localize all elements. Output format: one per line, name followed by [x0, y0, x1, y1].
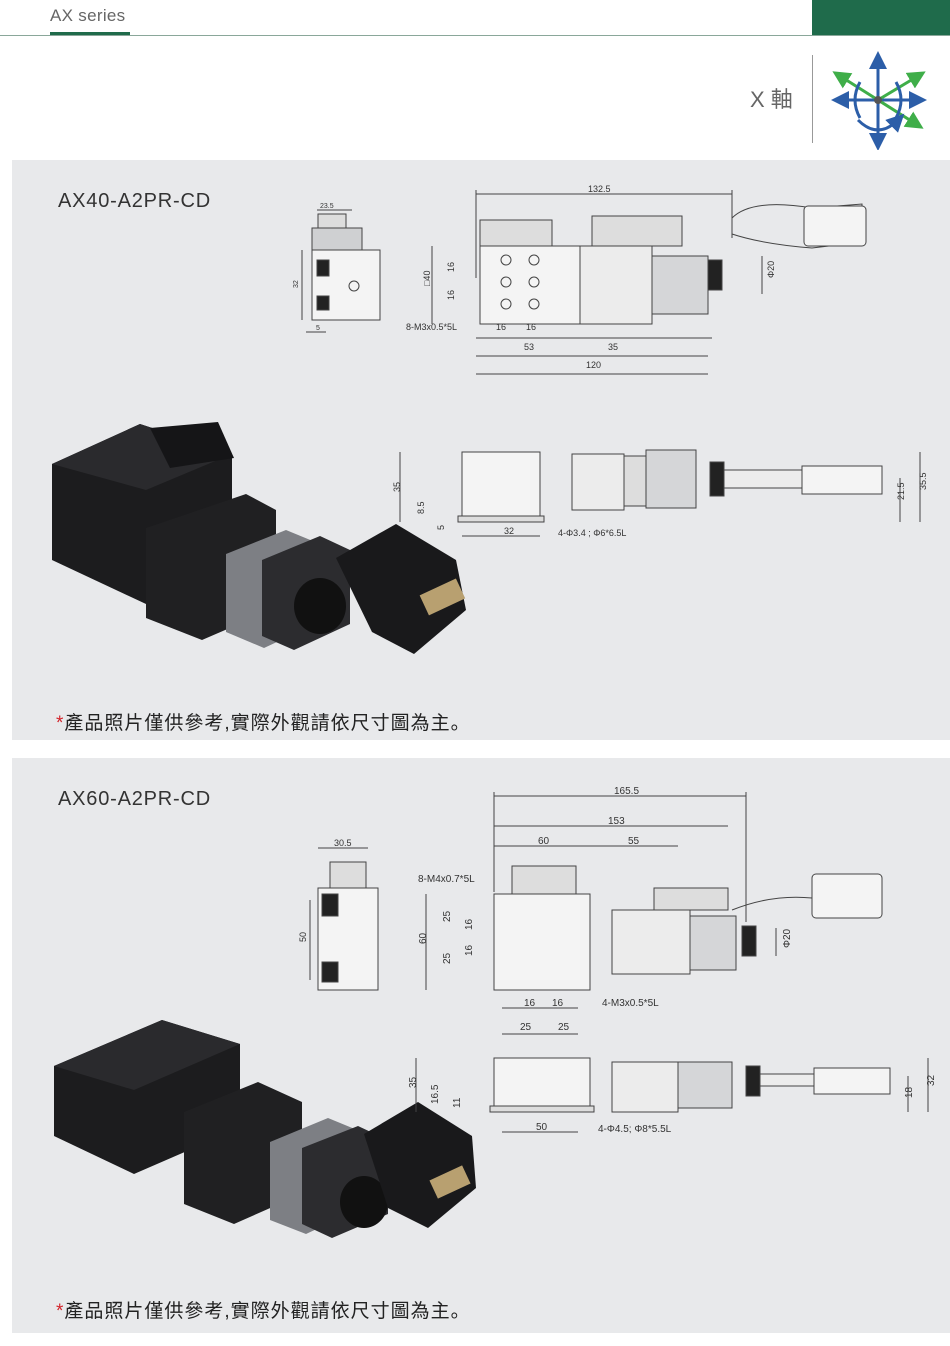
header-accent-block [812, 0, 950, 35]
xyz-axis-arrows-icon [831, 51, 927, 150]
dim-pitch-x4: 25 [558, 1022, 570, 1033]
dim-square: □40 [422, 271, 432, 286]
dim-len-c: 55 [628, 836, 640, 847]
header-rule [0, 35, 950, 36]
dim-cable-h1: 18 [904, 1086, 915, 1098]
dim-pitch-b: 25 [442, 952, 453, 964]
dim-height: 35 [408, 1076, 419, 1088]
dim-cable-h1: 21.5 [896, 482, 906, 500]
dim-pitch-x1: 16 [524, 998, 536, 1009]
model-name: AX40-A2PR-CD [58, 190, 211, 212]
dim-base-width: 50 [536, 1122, 548, 1133]
dim-side-width: 23.5 [320, 203, 334, 210]
dim-table: 60 [418, 932, 429, 944]
series-underline [50, 32, 130, 35]
front-view-drawing: 35 16.5 11 50 4-Φ4.5; Φ8*5.5L 18 32 [408, 1057, 937, 1135]
side-view-drawing: 30.5 50 [298, 838, 379, 991]
dim-tap: 8-M3x0.5*5L [406, 322, 457, 332]
dim-base-width: 32 [504, 526, 514, 536]
dim-tap: 4-M3x0.5*5L [602, 998, 659, 1009]
dim-h1: 8.5 [416, 501, 426, 514]
dim-len-total: 120 [586, 360, 601, 370]
dim-side-offset: 5 [316, 325, 320, 332]
product-photo [52, 422, 466, 654]
front-view-drawing: 35 8.5 5 32 4-Φ3.4 ; Φ6*6.5L 21.5 35.5 [392, 449, 928, 538]
dim-hole: 4-Φ4.5; Φ8*5.5L [598, 1124, 672, 1135]
photo-disclaimer: *產品照片僅供參考,實際外觀請依尺寸圖為主。 [56, 713, 471, 734]
dim-pitch-c: 16 [464, 918, 475, 930]
dim-dia: Φ20 [782, 928, 793, 948]
product-photo [54, 1020, 476, 1238]
dim-cable-h2: 32 [926, 1074, 937, 1086]
dim-pitch-x1: 16 [496, 322, 506, 332]
page-header: AX series [0, 0, 950, 36]
top-view-drawing: 132.5 □40 16 16 8-M3x0.5*5L 16 16 53 35 … [406, 184, 867, 375]
dim-h2: 11 [452, 1097, 463, 1108]
dim-h1: 16.5 [430, 1084, 441, 1104]
dim-hole: 4-Φ3.4 ; Φ6*6.5L [558, 528, 626, 538]
dim-h2: 5 [436, 525, 446, 530]
product-panel-ax60: AX60-A2PR-CD 30.5 50 [12, 758, 950, 1333]
dim-len-b: 153 [608, 816, 625, 827]
top-view-drawing: 165.5 153 60 55 8-M4x0.7*5L 60 25 25 16 … [418, 786, 883, 1035]
dim-pitch-b: 16 [446, 290, 456, 300]
dim-side-height: 32 [293, 280, 300, 288]
dim-side-height: 50 [298, 932, 308, 942]
axis-label: X 軸 [750, 87, 793, 112]
dim-total: 132.5 [588, 184, 611, 194]
product-panel-ax40: AX40-A2PR-CD 23.5 32 5 [12, 160, 950, 740]
series-title: AX series [50, 6, 126, 25]
dim-pitch-x2: 16 [552, 998, 564, 1009]
dim-height: 35 [392, 482, 402, 492]
dim-tap-top: 8-M4x0.7*5L [418, 874, 475, 885]
dim-pitch-x2: 16 [526, 322, 536, 332]
axis-divider [812, 55, 813, 143]
dim-side-width: 30.5 [334, 838, 352, 848]
model-name: AX60-A2PR-CD [58, 788, 211, 810]
side-view-drawing: 23.5 32 5 [293, 203, 381, 333]
dim-cable-h2: 35.5 [918, 472, 928, 490]
dim-pitch-x3: 25 [520, 1022, 532, 1033]
dim-pitch-d: 16 [464, 944, 475, 956]
dim-len-b: 35 [608, 342, 618, 352]
dim-pitch-a: 25 [442, 910, 453, 922]
dim-dia: Φ20 [766, 261, 776, 278]
dim-len-a: 60 [538, 836, 550, 847]
photo-disclaimer: *產品照片僅供參考,實際外觀請依尺寸圖為主。 [56, 1301, 471, 1322]
dim-pitch-a: 16 [446, 262, 456, 272]
dim-len-a: 53 [524, 342, 534, 352]
dim-total: 165.5 [614, 786, 639, 797]
